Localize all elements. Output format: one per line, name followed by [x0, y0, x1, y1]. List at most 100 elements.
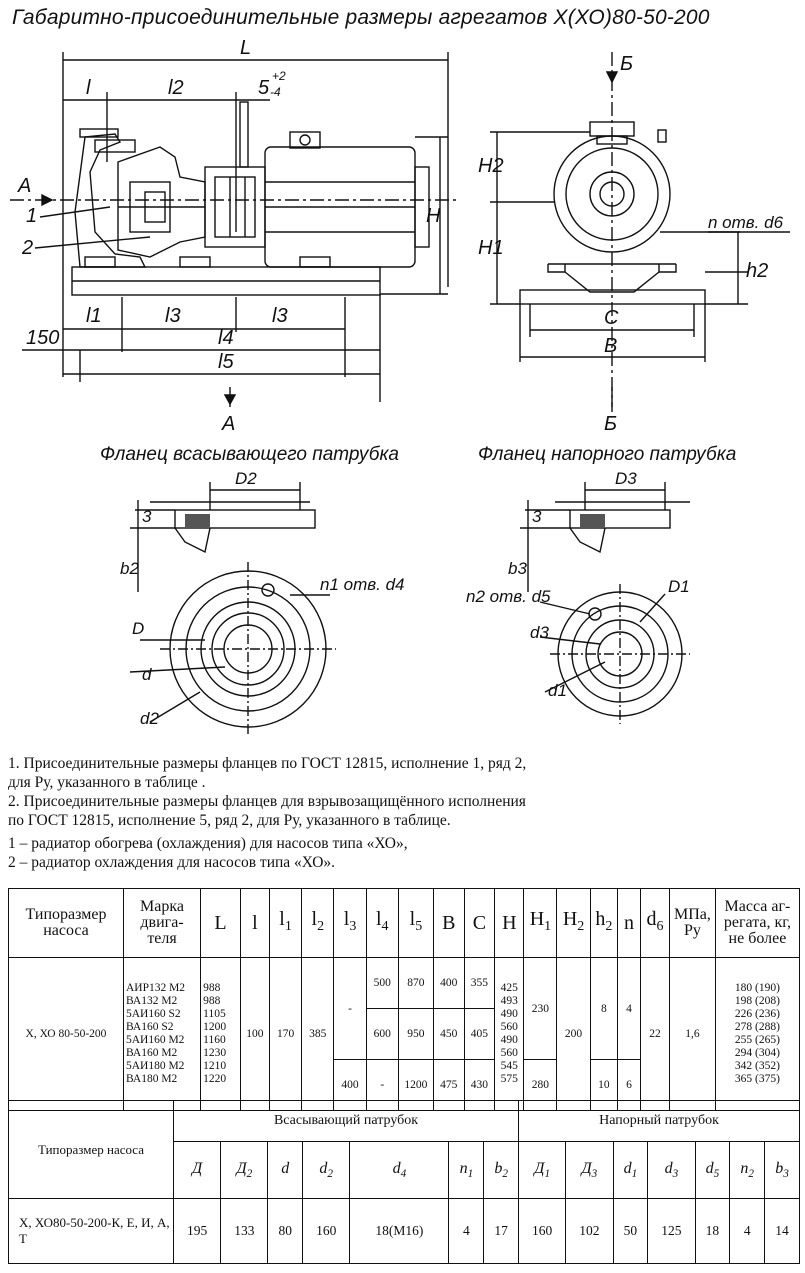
dim-C: C — [604, 307, 619, 329]
flange-value: 160 — [302, 1198, 351, 1264]
l4-cell: 600 — [365, 1008, 399, 1060]
H2-cell: 200 — [556, 957, 591, 1111]
H1-cell: 230 — [523, 957, 558, 1060]
dim-3-suction: 3 — [142, 507, 152, 526]
flange-value: 17 — [483, 1198, 520, 1264]
flange-symbol: Д1 — [518, 1141, 567, 1199]
holes-n1-d4: n1 отв. d4 — [320, 575, 404, 594]
flange-value: 4 — [448, 1198, 485, 1264]
col-L: L — [200, 888, 241, 958]
flange-symbol: Д3 — [565, 1141, 614, 1199]
flange-value: 18(М16) — [349, 1198, 450, 1264]
h2-cell: 8 — [589, 957, 619, 1060]
dim-H: H — [426, 205, 441, 227]
dim-D: D — [132, 619, 144, 638]
discharge-flange-caption: Фланец напорного патрубка — [478, 444, 736, 465]
holes-n2-d5: n2 отв. d5 — [466, 587, 551, 606]
callout-1: 1 — [26, 205, 37, 227]
dimensions-table: Типоразмер насоса Марка двига-теля L l l… — [8, 888, 801, 1111]
flange-symbol: n1 — [448, 1141, 485, 1199]
dim-b3: b3 — [508, 559, 527, 578]
dim-gap-sup: +2 — [272, 69, 286, 83]
B-cell: 400 — [432, 957, 465, 1009]
dim-gap-sub: -4 — [270, 85, 281, 99]
col-H1: H1 — [523, 888, 558, 958]
col-l: l — [239, 888, 270, 958]
l4-cell: 500 — [365, 957, 399, 1009]
dim-l5: l5 — [218, 351, 234, 373]
mass-cell: 180 (190)198 (208) 226 (236)278 (288) 25… — [714, 957, 801, 1111]
flange-symbol: Д — [172, 1141, 222, 1199]
flange-symbol: b2 — [483, 1141, 520, 1199]
col-mpa: МПа, Ру — [668, 888, 716, 958]
dim-h2: h2 — [746, 260, 768, 282]
dim-gap: 5 — [258, 77, 270, 99]
dim-d3: d3 — [530, 623, 549, 642]
dim-H2: H2 — [478, 155, 504, 177]
B-cell: 450 — [432, 1008, 465, 1060]
col-size: Типоразмер насоса — [8, 888, 124, 958]
note-line: 2 – радиатор охлаждения для насосов типа… — [8, 854, 336, 871]
dim-l2: l2 — [168, 77, 184, 99]
dim-l3-a: l3 — [165, 305, 181, 327]
note-line: 1 – радиатор обогрева (охлаждения) для н… — [8, 835, 408, 852]
l5-cell: 950 — [397, 1008, 434, 1060]
flange-value: 14 — [764, 1198, 800, 1264]
flange-symbol: b3 — [764, 1141, 800, 1199]
col-l4: l4 — [365, 888, 399, 958]
col-l5: l5 — [397, 888, 434, 958]
flange-symbol: d3 — [647, 1141, 696, 1199]
section-B-label: Б — [604, 413, 617, 435]
dim-d2: d2 — [140, 709, 159, 728]
section-A-label: A — [221, 413, 235, 435]
discharge-header: Напорный патрубок — [518, 1100, 800, 1142]
dim-l: l — [86, 77, 91, 99]
l2-cell: 385 — [301, 957, 335, 1111]
flange-symbol: d2 — [302, 1141, 351, 1199]
n-cell: 4 — [617, 957, 641, 1060]
dim-l1: l1 — [86, 305, 102, 327]
n-cell: 6 — [617, 1059, 641, 1111]
technical-drawing: L l l2 5 +2 -4 A H 1 2 l1 l3 l3 l4 l5 15… — [10, 37, 790, 736]
callout-2: 2 — [21, 237, 33, 259]
col-d6: d6 — [639, 888, 670, 958]
dim-l3-b: l3 — [272, 305, 288, 327]
flange-value: 50 — [612, 1198, 649, 1264]
dim-3-discharge: 3 — [532, 507, 542, 526]
col-H: H — [494, 888, 525, 958]
flange-value: 195 — [172, 1198, 222, 1264]
suction-flange-caption: Фланец всасывающего патрубка — [100, 444, 399, 465]
flange-value: 80 — [267, 1198, 304, 1264]
dim-b2: b2 — [120, 559, 139, 578]
l3-cell: - — [333, 957, 367, 1060]
dim-l4: l4 — [218, 327, 234, 349]
col-l3: l3 — [333, 888, 367, 958]
flange-value: 125 — [647, 1198, 696, 1264]
note-line: для Ру, указанного в таблице . — [8, 774, 206, 791]
holes-n-d6: n отв. d6 — [708, 213, 784, 232]
l5-cell: 870 — [397, 957, 434, 1009]
flange-symbol: Д2 — [220, 1141, 269, 1199]
dim-D2: D2 — [235, 469, 257, 488]
size-header: Типоразмер насоса — [8, 1100, 174, 1199]
flange-value: 102 — [565, 1198, 614, 1264]
dim-L: L — [240, 37, 251, 59]
dim-B: B — [604, 335, 617, 357]
l-cell: 100 — [239, 957, 270, 1111]
dim-H1: H1 — [478, 237, 504, 259]
flange-symbol: d1 — [612, 1141, 649, 1199]
dim-d1: d1 — [548, 681, 567, 700]
note-line: 1. Присоединительные размеры фланцев по … — [8, 755, 527, 772]
C-cell: 355 — [463, 957, 496, 1009]
notes: 1. Присоединительные размеры фланцев по … — [8, 754, 798, 872]
flange-symbol: d5 — [694, 1141, 731, 1199]
flange-value: 133 — [220, 1198, 269, 1264]
col-motor: Марка двига-теля — [122, 888, 202, 958]
col-mass: Масса аг-регата, кг, не более — [714, 888, 801, 958]
dim-d: d — [142, 665, 152, 684]
view-A-label: A — [17, 175, 31, 197]
dim-150: 150 — [26, 327, 59, 349]
